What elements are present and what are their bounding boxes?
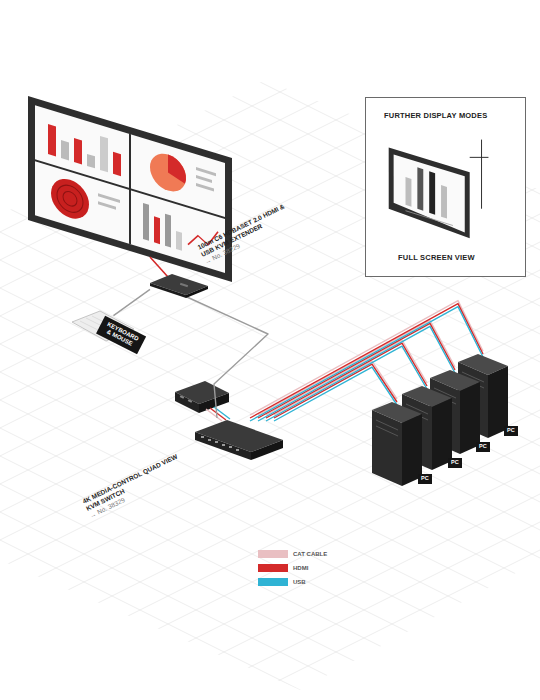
cable-connector [113, 289, 150, 315]
grid-line [0, 568, 540, 700]
legend: CAT CABLE HDMI USB [258, 547, 327, 589]
hdmi-cable [150, 257, 168, 277]
grid-line [0, 0, 540, 8]
display-screen [35, 105, 225, 273]
grid-line [0, 18, 540, 288]
grid-line [0, 0, 540, 82]
cable-strand [250, 301, 483, 415]
grid-line [0, 8, 540, 278]
panel-caption: FULL SCREEN VIEW [384, 253, 515, 262]
grid-line [0, 298, 540, 568]
grid-line [0, 0, 540, 36]
grid-line [0, 428, 540, 698]
pc-label: PC [507, 428, 515, 434]
monitor-icon [366, 98, 525, 276]
device-label: 100m C6 HDBASET 2.0 HDMI & USB KVM EXTEN… [196, 197, 304, 266]
grid-line [0, 596, 540, 700]
cable-connector [185, 296, 268, 418]
display-mode-panel: FURTHER DISPLAY MODES FULL SCREEN VIEW [365, 97, 526, 277]
short-cables [206, 407, 230, 421]
grid-line [0, 0, 540, 64]
grid-line [0, 242, 540, 512]
pc-label: PC [451, 460, 459, 466]
grid-line [0, 344, 540, 614]
legend-swatch [258, 564, 288, 572]
legend-swatch [258, 550, 288, 558]
bar-chart [48, 120, 121, 176]
pc-tag: PC [476, 442, 490, 452]
kvm-switch [195, 418, 283, 460]
grid-line [0, 484, 540, 700]
pie-chart [150, 149, 216, 205]
grid-line [0, 578, 540, 700]
grid-line [0, 326, 540, 596]
legend-row: CAT CABLE [258, 547, 327, 561]
legend-text: CAT CABLE [293, 551, 327, 557]
grid-line [0, 652, 540, 700]
grid-line [0, 606, 540, 700]
grid-line [0, 690, 540, 700]
grid-line [0, 0, 540, 54]
legend-swatch [258, 578, 288, 586]
cable-strand [258, 323, 455, 418]
grid-line [0, 270, 540, 540]
grid-line [0, 494, 540, 700]
keyboard-label: KEYBOARD & MOUSE [96, 316, 146, 355]
device-name: 100m C6 HDBASET 2.0 HDMI & USB KVM EXTEN… [196, 197, 300, 259]
device-label: 4K MEDIA-CONTROL QUAD VIEW KVM SWITCH→ N… [81, 452, 187, 520]
extender-transmitter [175, 381, 229, 413]
grid-line [0, 316, 540, 586]
grid-line [0, 466, 540, 700]
panel-title: FURTHER DISPLAY MODES [384, 111, 515, 120]
grid-line [0, 438, 540, 700]
pc-tower [372, 402, 422, 486]
grid-line [0, 0, 540, 26]
grid-line [0, 0, 540, 92]
kvm-switch: 4K MEDIA-CONTROL QUAD VIEW KVM SWITCH→ N… [195, 418, 283, 460]
pc-tag: PC [504, 426, 518, 436]
pc-tag: PC [418, 474, 432, 484]
grid-line [0, 662, 540, 700]
grid-line [0, 540, 540, 700]
grid-line [0, 512, 540, 700]
grid-line [0, 92, 540, 362]
grid-line [0, 288, 540, 558]
legend-text: USB [293, 579, 306, 585]
device-name: 4K MEDIA-CONTROL QUAD VIEW KVM SWITCH [81, 452, 183, 513]
grid-line [0, 64, 540, 334]
pc-label: PC [421, 476, 429, 482]
grid-line [0, 46, 540, 316]
grid-line [0, 354, 540, 624]
legend-row: HDMI [258, 561, 327, 575]
grid-line [0, 0, 540, 110]
pc-tag: PC [448, 458, 462, 468]
extender-receiver: 100m C6 HDBASET 2.0 HDMI & USB KVM EXTEN… [150, 274, 208, 296]
grid-line [0, 36, 540, 306]
cable-strand [185, 296, 268, 418]
legend-text: HDMI [293, 565, 308, 571]
cable-strand [113, 289, 150, 315]
pc-tower: PC [372, 402, 422, 486]
grid-line [0, 522, 540, 700]
pc-label: PC [479, 444, 487, 450]
grid-line [0, 680, 540, 700]
grid-line [0, 624, 540, 700]
grid-line [0, 148, 540, 418]
radial-chart [51, 174, 120, 233]
legend-row: USB [258, 575, 327, 589]
grid-line [0, 634, 540, 700]
tag-text: KEYBOARD & MOUSE [101, 320, 141, 350]
grid-line [0, 550, 540, 700]
grid-line [0, 260, 540, 530]
extender-receiver [150, 274, 208, 296]
grid-line [0, 456, 540, 700]
grid-line [0, 214, 540, 484]
